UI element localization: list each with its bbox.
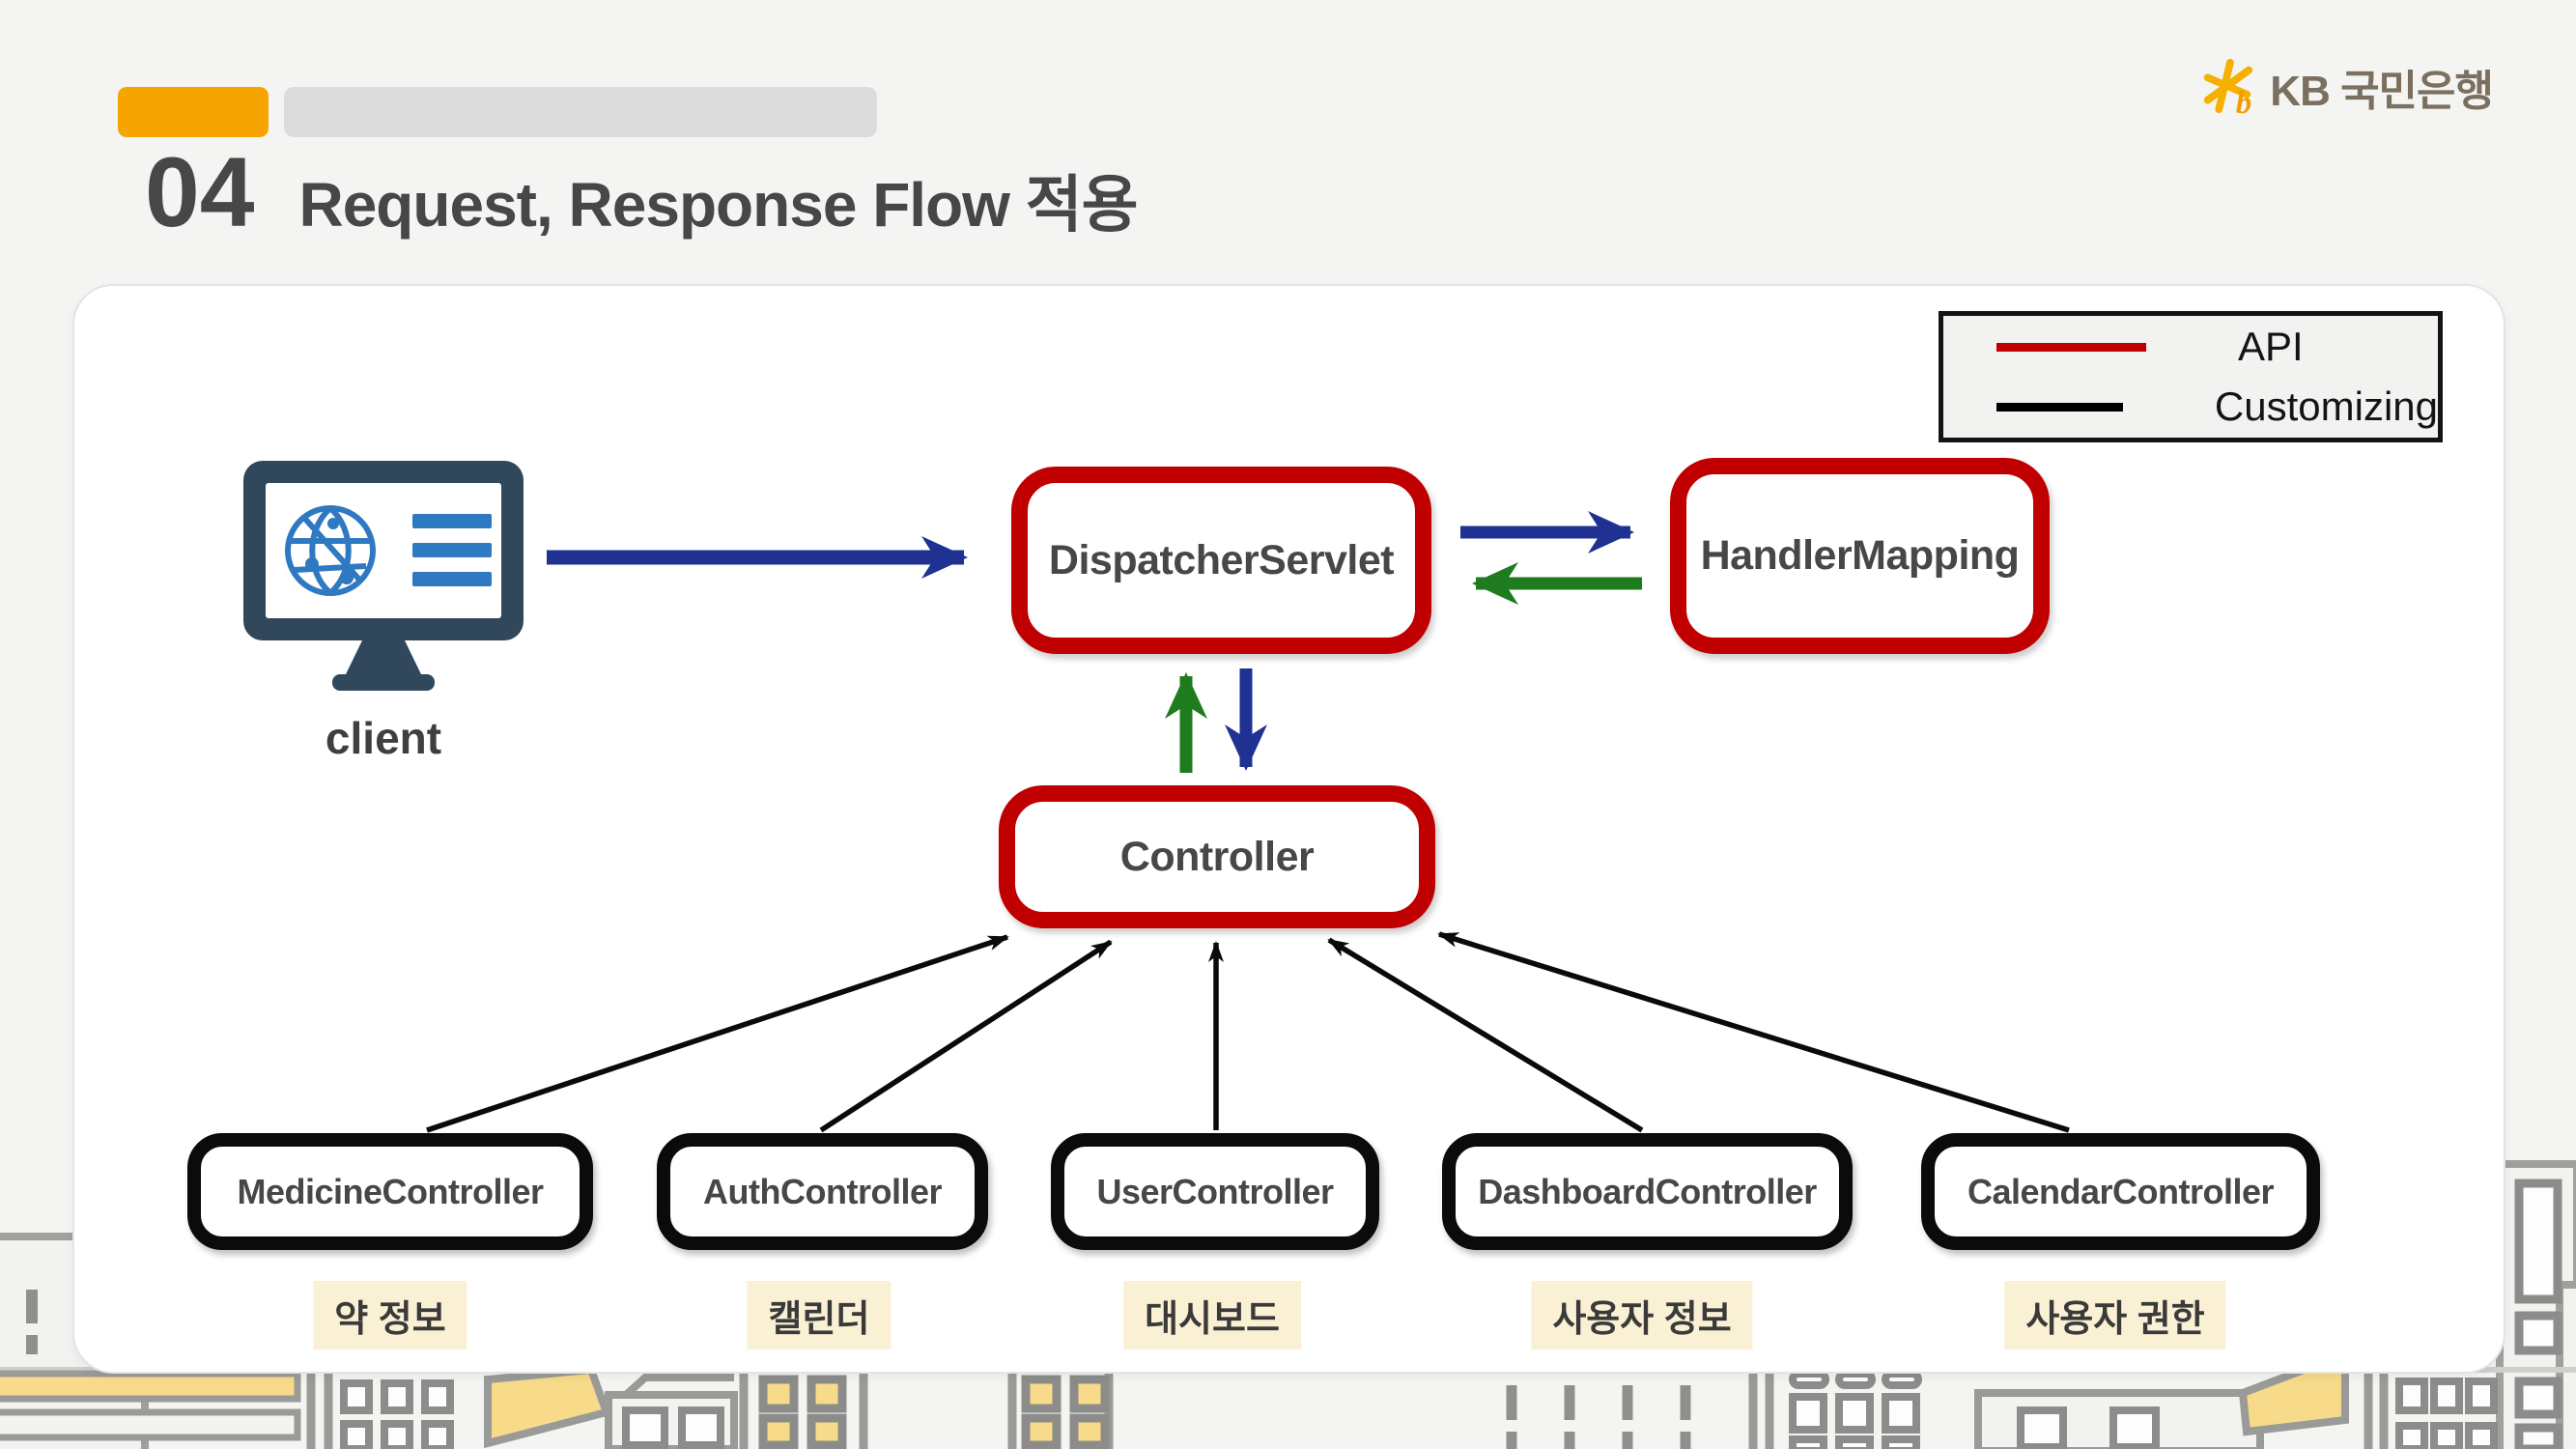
kb-star-icon: b	[2204, 58, 2253, 117]
node-label: DashboardController	[1478, 1171, 1817, 1211]
tag-calendar: 사용자 권한	[2004, 1281, 2226, 1350]
node-calendar-controller: CalendarController	[1921, 1133, 2320, 1250]
page-title: Request, Response Flow 적용	[298, 170, 1138, 240]
node-handler-mapping: HandlerMapping	[1670, 458, 2050, 654]
legend-label-api: API	[2238, 324, 2304, 369]
node-label: UserController	[1096, 1171, 1334, 1211]
tag-user: 대시보드	[1123, 1281, 1301, 1350]
customizing-line-swatch	[1996, 402, 2123, 412]
node-auth-controller: AuthController	[657, 1133, 988, 1250]
legend-row-customizing: Customizing	[1943, 384, 2438, 430]
header: 04 Request, Response Flow 적용	[145, 137, 1138, 247]
api-line-swatch	[1996, 342, 2146, 352]
legend-row-api: API	[1943, 324, 2438, 370]
brand-logo: b KB 국민은행	[2198, 56, 2494, 118]
accent-bar	[118, 87, 269, 137]
brand-name: KB 국민은행	[2270, 68, 2494, 115]
node-label: Controller	[1119, 833, 1315, 880]
gray-bar	[284, 87, 877, 137]
slide-number: 04	[145, 137, 255, 247]
tag-dashboard: 사용자 정보	[1531, 1281, 1753, 1350]
legend: API Customizing	[1939, 311, 2443, 442]
client: client	[239, 456, 528, 764]
node-user-controller: UserController	[1051, 1133, 1379, 1250]
client-label: client	[325, 713, 442, 763]
node-medicine-controller: MedicineController	[187, 1133, 593, 1250]
node-label: MedicineController	[237, 1171, 544, 1211]
legend-label-customizing: Customizing	[2214, 384, 2438, 429]
tag-auth: 캘린더	[747, 1281, 892, 1350]
node-controller: Controller	[999, 785, 1435, 928]
node-dashboard-controller: DashboardController	[1442, 1133, 1853, 1250]
svg-text:b: b	[2236, 86, 2251, 117]
node-label: AuthController	[703, 1171, 942, 1211]
node-label: HandlerMapping	[1700, 532, 2020, 579]
tag-medicine: 약 정보	[313, 1281, 467, 1350]
node-label: CalendarController	[1967, 1171, 2275, 1211]
node-label: DispatcherServlet	[1048, 536, 1395, 583]
client-monitor-icon	[243, 461, 524, 691]
node-dispatcher-servlet: DispatcherServlet	[1011, 467, 1431, 654]
